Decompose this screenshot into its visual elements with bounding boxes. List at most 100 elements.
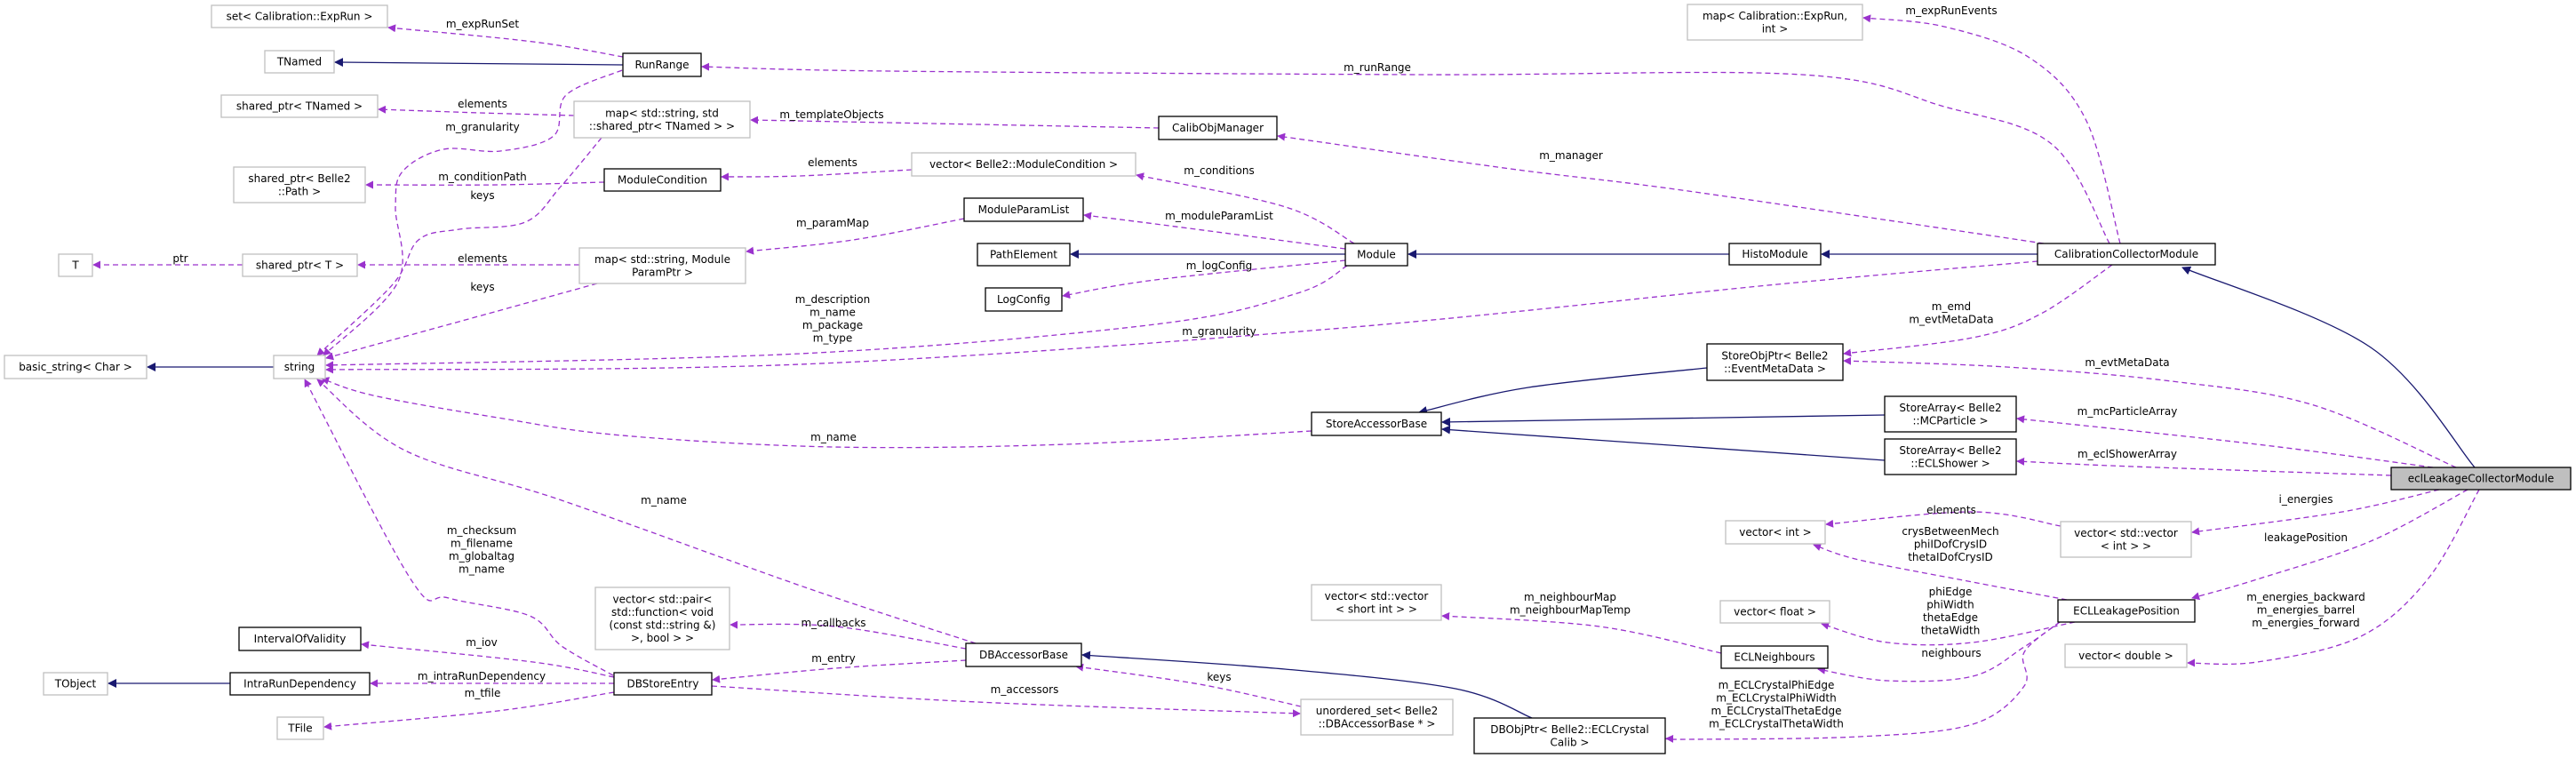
class-node-uset: unordered_set< Belle2::DBAccessorBase * … [1300, 698, 1454, 736]
usage-edge-mapparam-string [325, 283, 598, 361]
class-node-calibobjmanager[interactable]: CalibObjManager [1158, 116, 1278, 140]
class-node-pathelement[interactable]: PathElement [977, 243, 1071, 267]
edge-label: m_energies_forward [2252, 617, 2359, 629]
node-label: vector< Belle2::ModuleCondition > [929, 158, 1118, 171]
class-node-iov[interactable]: IntervalOfValidity [238, 626, 362, 651]
usage-edge-module-vecmodcond [1136, 172, 1355, 244]
usage-edge-maptnamed-sptnamed [378, 105, 575, 116]
inheritance-edge-samc-sab [1441, 414, 1886, 427]
class-node-dbaccessorbase[interactable]: DBAccessorBase [965, 642, 1082, 667]
edge-label: keys [470, 189, 494, 202]
class-node-sptnamed: shared_ptr< TNamed > [220, 94, 379, 118]
class-node-modulecondition[interactable]: ModuleCondition [603, 168, 722, 192]
node-box [573, 100, 751, 139]
node-box [238, 626, 362, 651]
node-label: vector< std::vector [2074, 527, 2178, 539]
usage-edge-ecl-ecllp [2191, 489, 2468, 601]
usage-edge-vecvecint-vecint [1825, 511, 2062, 528]
node-label: ::MCParticle > [1912, 414, 1988, 427]
node-label: < int > > [2101, 539, 2151, 552]
edge-label: m_logConfig [1186, 259, 1252, 272]
edge-label: m_granularity [445, 121, 520, 133]
usage-edge-runrange-string [323, 69, 623, 356]
edge-label: phiEdge [1929, 586, 1973, 598]
usage-edge-vecmodcond-mc [721, 169, 913, 181]
usage-edge-maptnamed-string [316, 137, 602, 356]
usage-edge-module-string [325, 265, 1348, 370]
edge-label: m_ECLCrystalPhiEdge [1719, 679, 1835, 691]
node-box [977, 243, 1071, 267]
edge-label: m_globaltag [449, 550, 514, 563]
edge-label: m_tfile [465, 687, 501, 699]
edge-label: thetaIDofCrysID [1908, 551, 1993, 563]
node-box [1720, 645, 1829, 669]
class-node-ecl[interactable]: eclLeakageCollectorModule [2390, 467, 2572, 491]
node-label: map< std::string, Module [594, 253, 730, 266]
class-node-storeaccessorbase[interactable]: StoreAccessorBase [1311, 411, 1442, 436]
node-box [58, 253, 93, 277]
edge-label: m_mcParticleArray [2078, 405, 2178, 418]
edge-label: m_name [810, 431, 857, 443]
class-node-histomodule[interactable]: HistoModule [1728, 243, 1822, 266]
class-node-ecllp[interactable]: ECLLeakagePosition [2057, 599, 2196, 623]
class-node-runrange[interactable]: RunRange [622, 52, 702, 77]
node-label: RunRange [634, 59, 689, 71]
edge-label: elements [458, 252, 507, 265]
node-box [2057, 599, 2196, 623]
class-node-ecln[interactable]: ECLNeighbours [1720, 645, 1829, 669]
inheritance-edge-saecl-sab [1441, 425, 1886, 461]
inheritance-edge-dbobj-dbab [1081, 650, 1533, 719]
class-node-saecl[interactable]: StoreArray< Belle2::ECLShower > [1884, 438, 2017, 475]
edge-label: m_ECLCrystalThetaWidth [1709, 718, 1844, 730]
class-node-moduleparamlist[interactable]: ModuleParamList [963, 197, 1084, 222]
class-node-storeobjptr[interactable]: StoreObjPtr< Belle2::EventMetaData > [1706, 343, 1844, 381]
edge-label: m_energies_barrel [2257, 604, 2355, 617]
usage-edge-ecl-saecl [2016, 457, 2392, 476]
node-label: StoreObjPtr< Belle2 [1721, 349, 1828, 362]
node-box [2064, 643, 2188, 668]
node-box [1344, 243, 1408, 267]
class-node-dbstoreentry[interactable]: DBStoreEntry [613, 672, 713, 696]
usage-edge-ccm-runrange [701, 62, 2110, 244]
node-label: TFile [287, 722, 312, 735]
node-label: map< Calibration::ExpRun, [1703, 10, 1847, 22]
edge-label: m_paramMap [796, 217, 869, 229]
edge-label: m_name [809, 307, 856, 319]
edge-label: m_name [459, 563, 505, 576]
inheritance-edge-runrange-tnamed [334, 58, 624, 68]
node-label: ::DBAccessorBase * > [1319, 717, 1436, 730]
class-node-samc[interactable]: StoreArray< Belle2::MCParticle > [1884, 395, 2017, 433]
node-label: T [71, 259, 79, 272]
edge-label: m_expRunEvents [1905, 4, 1997, 17]
edge-label: phiWidth [1926, 599, 1974, 611]
node-label: vector< std::vector [1325, 590, 1429, 602]
class-node-vecfloat: vector< float > [1719, 600, 1830, 624]
class-node-ird[interactable]: IntraRunDependency [229, 672, 371, 696]
edge-label: m_ECLCrystalPhiWidth [1716, 692, 1836, 705]
edge-label: m_callbacks [801, 617, 865, 629]
node-box [2037, 243, 2216, 266]
node-box [1884, 438, 2017, 475]
usage-edge-dbse-iov [361, 641, 615, 678]
usage-edge-dbab-dbse [712, 659, 967, 683]
class-node-tfile: TFile [276, 716, 324, 740]
class-node-ccm[interactable]: CalibrationCollectorModule [2037, 243, 2216, 266]
class-node-maptnamed: map< std::string, std::shared_ptr< TName… [573, 100, 751, 139]
node-label: set< Calibration::ExpRun > [227, 11, 373, 23]
class-node-logconfig[interactable]: LogConfig [985, 287, 1063, 312]
usage-edge-ccm-mapexprun [1862, 14, 2121, 244]
edge-label: keys [470, 281, 494, 293]
edge-label: m_description [795, 293, 870, 306]
node-box [220, 94, 379, 118]
node-label: CalibObjManager [1172, 122, 1264, 134]
edge-label: m_accessors [991, 683, 1059, 696]
node-label: ModuleParamList [978, 203, 1070, 216]
class-node-module[interactable]: Module [1344, 243, 1408, 267]
usage-edge-uset-dbab [1075, 663, 1302, 707]
node-label: ECLNeighbours [1734, 651, 1814, 664]
edge-label: leakagePosition [2264, 531, 2348, 544]
node-box [242, 253, 358, 277]
edge-label: ptr [172, 252, 187, 265]
class-node-sppath: shared_ptr< Belle2::Path > [233, 166, 366, 203]
